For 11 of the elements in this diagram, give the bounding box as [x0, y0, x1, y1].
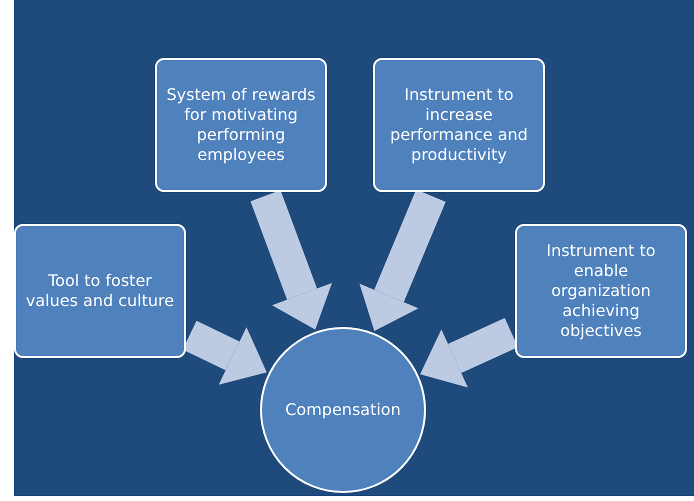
text-box [14, 224, 186, 358]
node-text: System of rewards for motivating performing employees [165, 85, 316, 165]
block-arrow [250, 190, 332, 330]
text-box [373, 58, 545, 192]
node-text: Tool to foster values and culture [24, 271, 176, 311]
node-text: Compensation [285, 400, 401, 420]
node-text: Instrument to increase performance and productivity [389, 85, 529, 165]
block-arrow [359, 190, 446, 331]
text-box [155, 58, 327, 192]
node-text: Instrument to enable organization achieving objectives [545, 241, 657, 341]
text-box [515, 224, 687, 358]
